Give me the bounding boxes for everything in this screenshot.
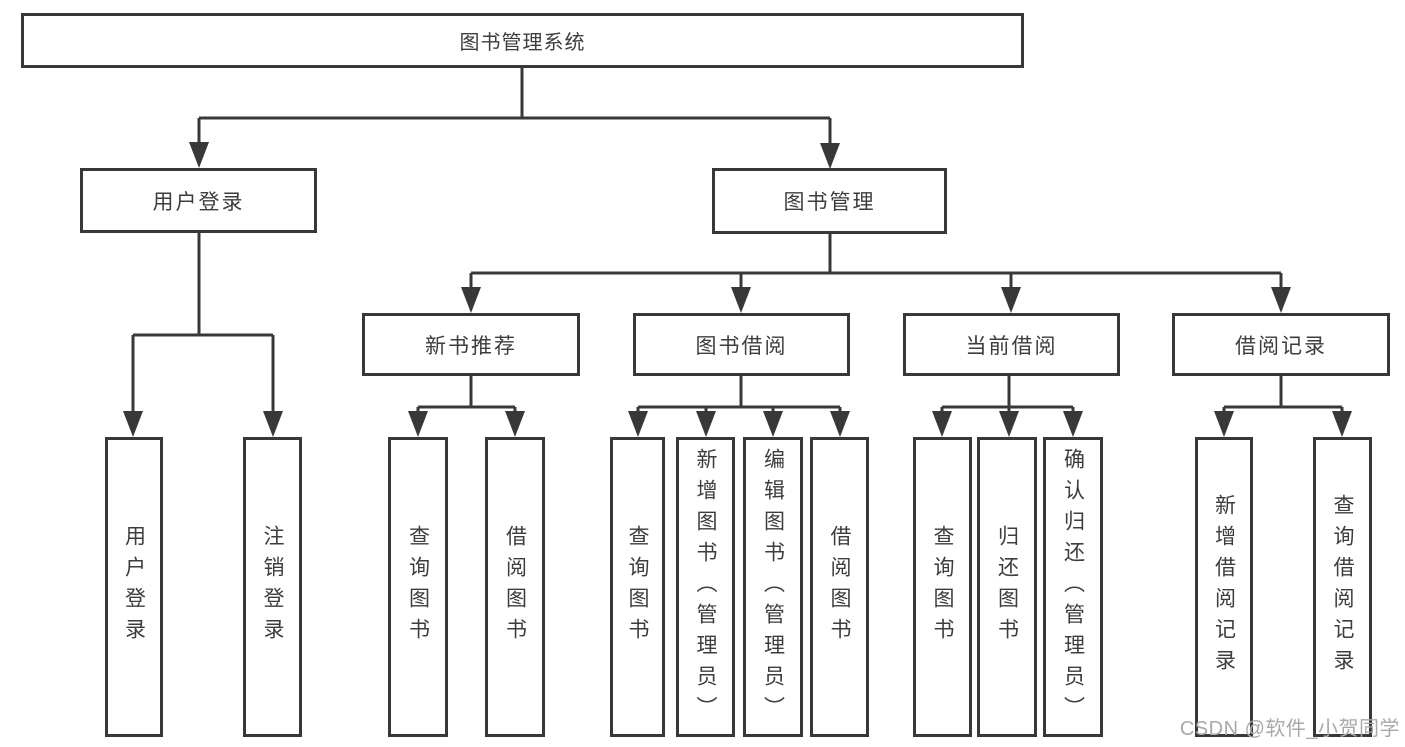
node-book-borrow-label: 图书借阅 [695, 334, 788, 358]
leaf-borrow-books-recommend: 借阅图书 [485, 437, 545, 737]
leaf-confirm-return-admin-label: 确认归还（管理员） [1061, 447, 1085, 727]
leaf-add-borrow-record-label: 新增借阅记录 [1212, 494, 1236, 680]
node-user-login-label: 用户登录 [152, 190, 245, 214]
leaf-borrow-books-label: 借阅图书 [828, 525, 851, 649]
leaf-query-borrow-record: 查询借阅记录 [1313, 437, 1372, 737]
node-book-management: 图书管理 [712, 168, 947, 234]
leaf-confirm-return-admin: 确认归还（管理员） [1043, 437, 1103, 737]
node-user-login: 用户登录 [80, 168, 317, 233]
leaf-query-borrow-record-label: 查询借阅记录 [1331, 494, 1354, 680]
leaf-query-books-recommend: 查询图书 [388, 437, 448, 737]
node-root-label: 图书管理系统 [459, 32, 586, 54]
node-current-borrow: 当前借阅 [903, 313, 1120, 376]
leaf-borrow-books: 借阅图书 [810, 437, 869, 737]
leaf-edit-books-admin: 编辑图书（管理员） [743, 437, 803, 737]
node-book-management-label: 图书管理 [783, 191, 876, 214]
leaf-add-books-admin: 新增图书（管理员） [676, 437, 735, 737]
leaf-borrow-books-recommend-label: 借阅图书 [503, 525, 527, 649]
leaf-logout: 注销登录 [243, 437, 302, 737]
node-root-library-system: 图书管理系统 [21, 13, 1024, 68]
leaf-add-books-admin-label: 新增图书（管理员） [694, 447, 717, 727]
leaf-query-books-current: 查询图书 [913, 437, 972, 737]
leaf-user-login: 用户登录 [105, 437, 163, 737]
leaf-query-books-recommend-label: 查询图书 [406, 525, 430, 649]
node-new-book-recommend-label: 新书推荐 [425, 334, 517, 358]
node-current-borrow-label: 当前借阅 [965, 334, 1058, 358]
leaf-logout-label: 注销登录 [261, 525, 284, 649]
leaf-return-books: 归还图书 [977, 437, 1037, 737]
leaf-query-books-current-label: 查询图书 [931, 525, 954, 649]
arrowheads [123, 142, 1352, 437]
leaf-query-books-borrow-label: 查询图书 [626, 525, 649, 649]
node-borrow-records-label: 借阅记录 [1235, 334, 1327, 358]
csdn-watermark: CSDN @软件_小贺同学 [1179, 718, 1400, 740]
leaf-edit-books-admin-label: 编辑图书（管理员） [761, 447, 785, 727]
leaf-add-borrow-record: 新增借阅记录 [1195, 437, 1253, 737]
node-borrow-records: 借阅记录 [1172, 313, 1390, 376]
node-book-borrow: 图书借阅 [633, 313, 850, 376]
leaf-query-books-borrow: 查询图书 [610, 437, 665, 737]
leaf-user-login-label: 用户登录 [122, 525, 146, 649]
node-new-book-recommend: 新书推荐 [362, 313, 580, 376]
leaf-return-books-label: 归还图书 [995, 525, 1019, 649]
